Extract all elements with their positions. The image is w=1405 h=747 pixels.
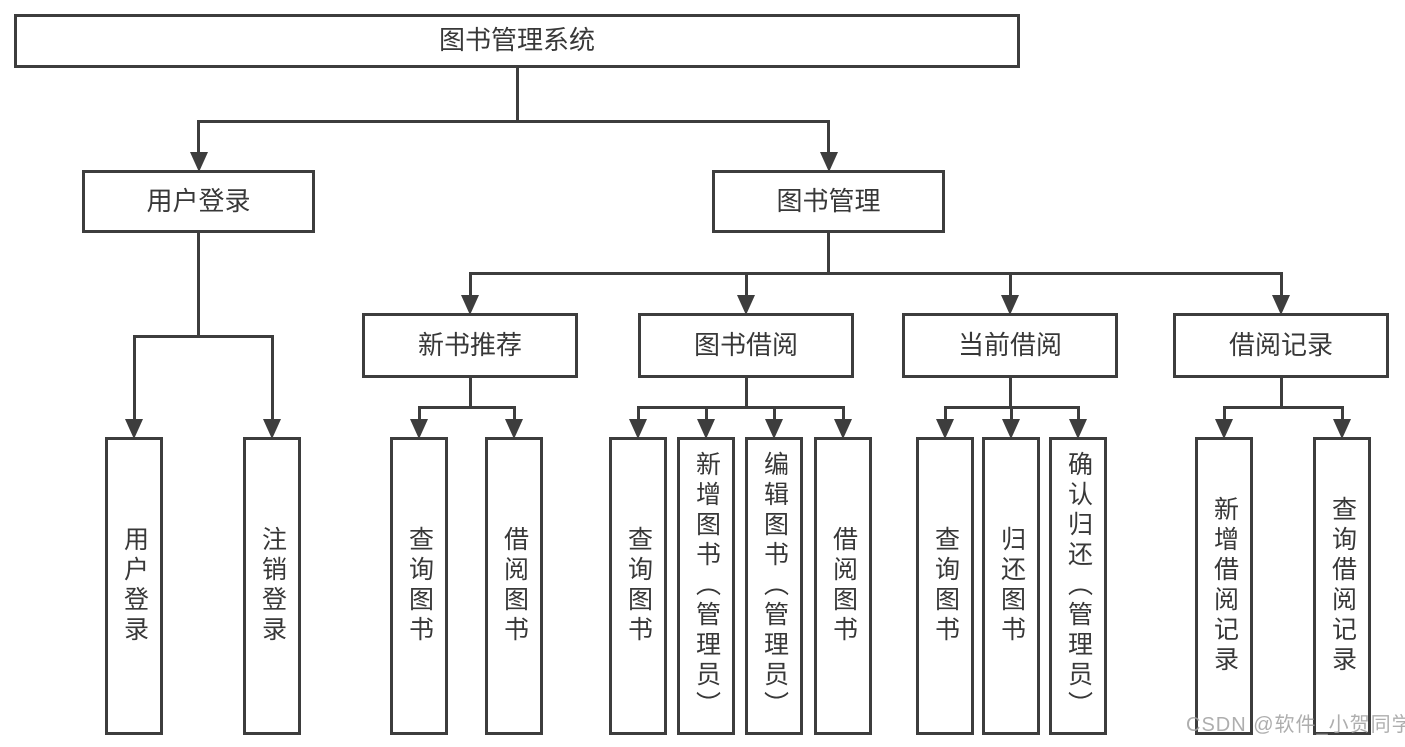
arrowhead-icon-book-borrow [737,295,755,315]
edge-drop-book-mgmt [827,120,830,154]
arrowhead-icon-user-login [189,152,208,172]
node-label-user-login: 用户登录 [146,185,251,216]
node-label-leaf-borrow-edit: 编辑图书（管理员） [760,451,789,721]
arrowhead-icon-book-mgmt [819,152,838,172]
node-label-leaf-current-query: 查询图书 [931,526,960,646]
edge-stub-root [515,68,519,123]
edge-rail-user-login [132,335,274,338]
node-label-leaf-borrow-borrow: 借阅图书 [829,526,858,646]
node-leaf-user-login: 用户登录 [105,437,163,735]
arrowhead-icon-leaf-recommend-borrow [505,419,523,439]
edge-drop-leaf-current-query [943,406,947,421]
node-borrow-record: 借阅记录 [1173,313,1389,378]
edge-rail-book-mgmt [468,272,1283,275]
node-root: 图书管理系统 [14,14,1020,68]
node-leaf-current-return: 归还图书 [982,437,1040,735]
arrowhead-icon-leaf-current-confirm [1069,419,1087,439]
edge-drop-leaf-record-add [1222,406,1226,421]
edge-drop-leaf-user-logout [270,335,274,421]
node-leaf-borrow-add: 新增图书（管理员） [677,437,735,735]
node-user-login: 用户登录 [82,170,315,233]
node-label-leaf-recommend-query: 查询图书 [405,526,434,646]
edge-rail-root [197,120,830,123]
node-leaf-borrow-borrow: 借阅图书 [814,437,872,735]
node-label-current-borrow: 当前借阅 [957,329,1062,360]
edge-stub-book-mgmt [827,233,830,275]
node-label-leaf-borrow-query: 查询图书 [624,526,653,646]
edge-rail-new-book-recommend [417,406,516,409]
node-label-book-mgmt: 图书管理 [776,185,881,216]
edge-drop-new-book-recommend [468,272,472,297]
node-leaf-borrow-query: 查询图书 [609,437,667,735]
arrowhead-icon-borrow-record [1272,295,1290,315]
edge-drop-leaf-borrow-add [704,406,708,421]
node-label-leaf-user-logout: 注销登录 [258,526,287,646]
node-label-leaf-current-return: 归还图书 [997,526,1026,646]
node-leaf-current-confirm: 确认归还（管理员） [1049,437,1107,735]
node-leaf-recommend-query: 查询图书 [390,437,448,735]
node-leaf-current-query: 查询图书 [916,437,974,735]
node-label-borrow-record: 借阅记录 [1228,329,1333,360]
edge-drop-leaf-user-login [132,335,136,421]
arrowhead-icon-leaf-recommend-query [410,419,428,439]
edge-drop-leaf-borrow-query [636,406,640,421]
node-book-mgmt: 图书管理 [712,170,945,233]
edge-drop-book-borrow [744,272,748,297]
edge-drop-leaf-record-query [1340,406,1344,421]
arrowhead-icon-current-borrow [1001,295,1019,315]
edge-drop-user-login [197,120,200,154]
edge-drop-leaf-recommend-query [417,406,421,421]
edge-stub-new-book-recommend [468,378,472,409]
node-label-new-book-recommend: 新书推荐 [417,329,522,360]
edge-drop-leaf-recommend-borrow [512,406,516,421]
arrowhead-icon-leaf-current-return [1002,419,1020,439]
edge-drop-leaf-borrow-edit [772,406,776,421]
arrowhead-icon-leaf-borrow-query [629,419,647,439]
node-current-borrow: 当前借阅 [902,313,1118,378]
edge-drop-leaf-current-return [1009,406,1013,421]
node-label-leaf-record-add: 新增借阅记录 [1210,496,1239,676]
edge-stub-current-borrow [1008,378,1012,409]
arrowhead-icon-leaf-user-logout [263,419,281,439]
arrowhead-icon-leaf-current-query [936,419,954,439]
arrowhead-icon-leaf-user-login [125,419,143,439]
edge-stub-borrow-record [1279,378,1283,409]
node-leaf-borrow-edit: 编辑图书（管理员） [745,437,803,735]
node-leaf-record-add: 新增借阅记录 [1195,437,1253,735]
node-leaf-record-query: 查询借阅记录 [1313,437,1371,735]
node-label-leaf-borrow-add: 新增图书（管理员） [692,451,721,721]
edge-rail-book-borrow [636,406,845,409]
edge-drop-current-borrow [1008,272,1012,297]
edge-drop-leaf-borrow-borrow [841,406,845,421]
arrowhead-icon-leaf-borrow-edit [765,419,783,439]
node-label-book-borrow: 图书借阅 [693,329,798,360]
node-leaf-user-logout: 注销登录 [243,437,301,735]
arrowhead-icon-leaf-borrow-add [697,419,715,439]
node-label-leaf-current-confirm: 确认归还（管理员） [1064,451,1093,721]
node-label-leaf-record-query: 查询借阅记录 [1328,496,1357,676]
edge-stub-book-borrow [744,378,748,409]
node-label-leaf-recommend-borrow: 借阅图书 [500,526,529,646]
node-leaf-recommend-borrow: 借阅图书 [485,437,543,735]
node-new-book-recommend: 新书推荐 [362,313,578,378]
node-label-leaf-user-login: 用户登录 [120,526,149,646]
edge-drop-borrow-record [1279,272,1283,297]
arrowhead-icon-leaf-borrow-borrow [834,419,852,439]
arrowhead-icon-leaf-record-add [1215,419,1233,439]
edge-rail-borrow-record [1222,406,1344,409]
arrowhead-icon-leaf-record-query [1333,419,1351,439]
edge-stub-user-login [197,233,200,338]
edge-drop-leaf-current-confirm [1076,406,1080,421]
node-book-borrow: 图书借阅 [638,313,854,378]
node-label-root: 图书管理系统 [438,25,595,56]
arrowhead-icon-new-book-recommend [461,295,479,315]
watermark: CSDN @软件_小贺同学 [1186,714,1405,736]
